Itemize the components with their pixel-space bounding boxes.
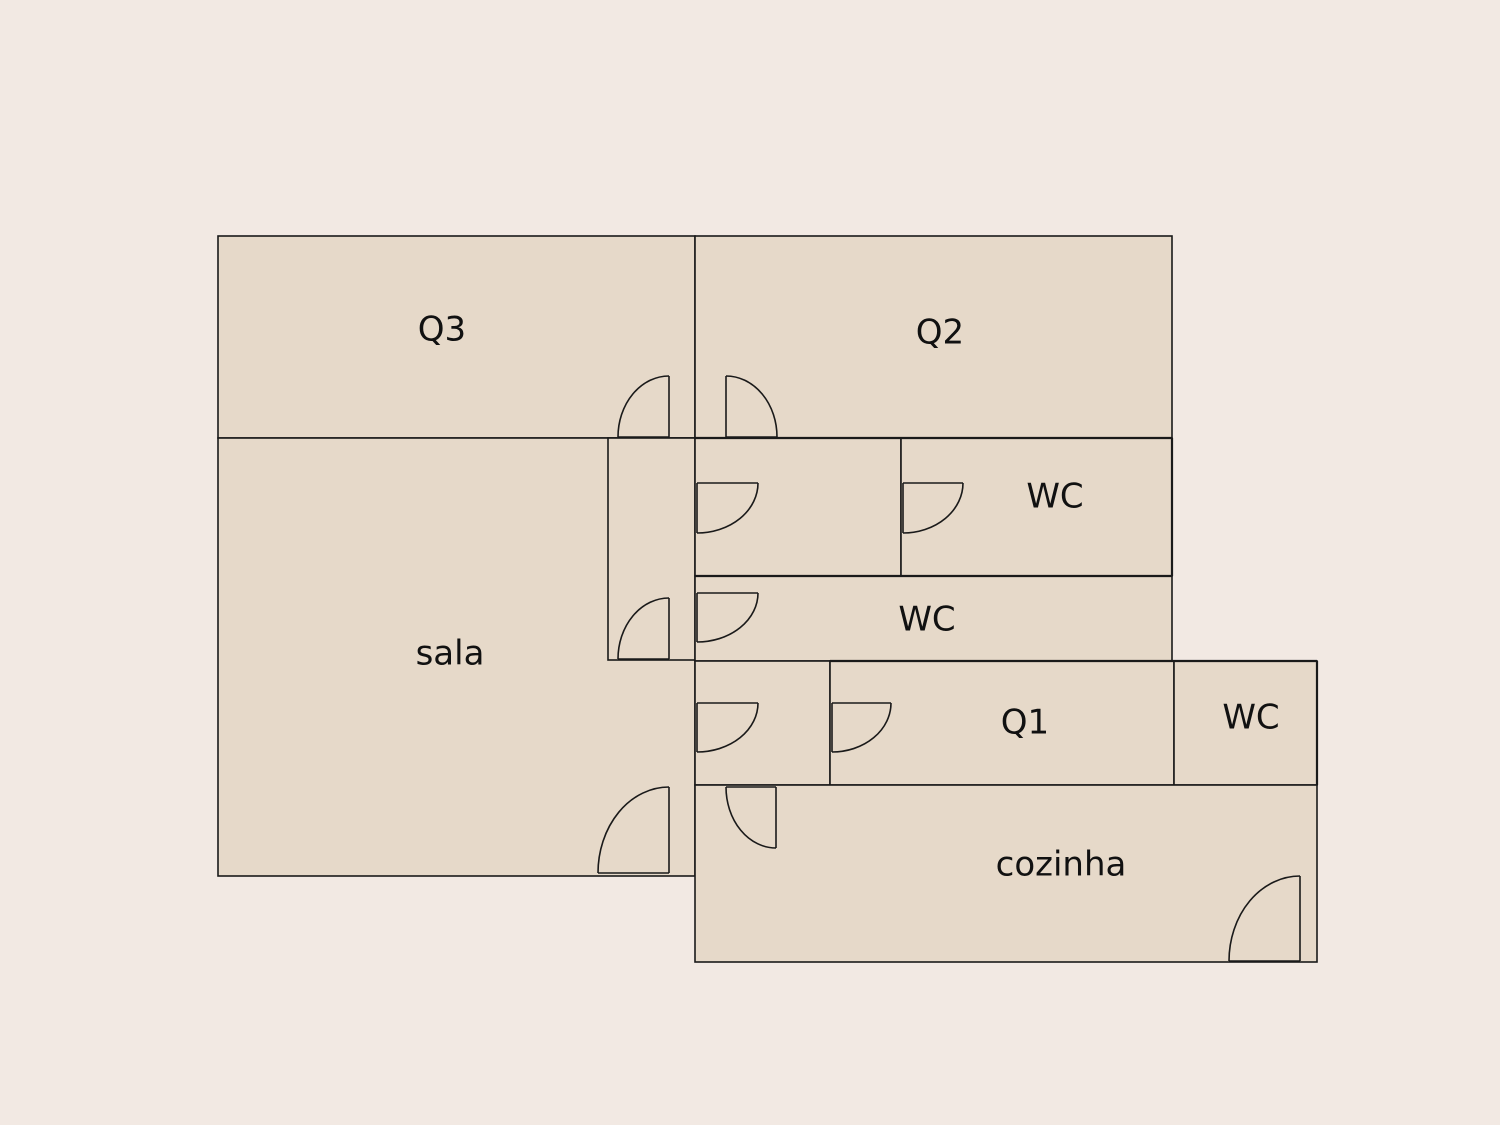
door-sala bbox=[597, 786, 670, 874]
label-q1: Q1 bbox=[1001, 703, 1049, 743]
door-hall-upper bbox=[696, 482, 759, 534]
label-q2: Q2 bbox=[916, 313, 964, 353]
room-cozinha bbox=[694, 784, 1318, 963]
room-hall-lower bbox=[694, 660, 831, 786]
door-closet bbox=[617, 597, 670, 660]
label-sala: sala bbox=[416, 634, 485, 674]
room-q1 bbox=[829, 660, 1175, 786]
label-cozinha: cozinha bbox=[996, 845, 1127, 885]
door-cozinha-top bbox=[725, 786, 777, 849]
label-wc-top: WC bbox=[1026, 477, 1083, 517]
door-wc-middle bbox=[696, 592, 759, 643]
door-wc-top bbox=[902, 482, 964, 534]
label-wc-middle: WC bbox=[898, 600, 955, 640]
label-q3: Q3 bbox=[418, 310, 466, 350]
label-wc-right: WC bbox=[1222, 698, 1279, 738]
room-closet bbox=[607, 437, 696, 661]
room-wc-middle bbox=[694, 575, 1173, 662]
room-hall-upper bbox=[694, 437, 902, 577]
door-q3 bbox=[617, 375, 670, 438]
door-cozinha-exterior bbox=[1228, 875, 1301, 962]
room-q3 bbox=[217, 235, 696, 439]
door-hall-lower bbox=[696, 702, 759, 753]
room-wc-top bbox=[900, 437, 1173, 577]
door-q2 bbox=[725, 375, 778, 438]
room-q2 bbox=[694, 235, 1173, 439]
door-q1 bbox=[831, 702, 892, 753]
